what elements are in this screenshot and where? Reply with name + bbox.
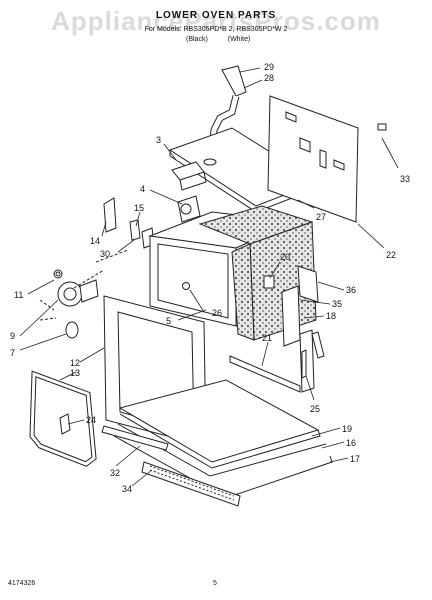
page-title: LOWER OVEN PARTS <box>155 10 277 21</box>
callout-15: 15 <box>134 203 144 213</box>
callout-19: 19 <box>342 424 352 434</box>
document-number: 4174326 <box>8 580 36 587</box>
callout-29: 29 <box>264 62 274 72</box>
callout-4: 4 <box>140 184 145 194</box>
callout-30: 30 <box>100 249 110 259</box>
callout-9: 9 <box>10 331 15 341</box>
rear-panel <box>267 95 359 223</box>
callout-21: 21 <box>262 333 272 343</box>
callout-33: 33 <box>400 174 410 184</box>
color-white-label: (White) <box>227 36 251 43</box>
callout-36: 36 <box>346 285 356 295</box>
insulation-blanket <box>198 205 317 341</box>
callout-28: 28 <box>264 73 274 83</box>
callout-12: 12 <box>70 358 80 368</box>
callout-20: 20 <box>280 252 290 262</box>
callout-labels: 29 28 3 33 4 15 27 14 30 20 22 11 36 9 5… <box>10 62 410 494</box>
callout-35: 35 <box>332 299 342 309</box>
page-number: 5 <box>213 580 217 587</box>
callout-7: 7 <box>10 348 15 358</box>
color-black-label: (Black) <box>186 36 208 43</box>
callout-32: 32 <box>110 468 120 478</box>
callout-11: 11 <box>14 290 23 300</box>
callout-24: 24 <box>86 415 96 425</box>
color-labels: (Black) (White) <box>186 36 268 43</box>
callout-3: 3 <box>156 135 161 145</box>
callout-17: 17 <box>350 454 360 464</box>
callout-13: 13 <box>70 368 80 378</box>
callout-5: 5 <box>166 316 171 326</box>
callout-26: 26 <box>212 308 222 318</box>
watermark: AppliancePartsPros.com <box>51 6 381 36</box>
callout-34: 34 <box>122 484 132 494</box>
bottom-panel <box>113 379 333 499</box>
callout-27: 27 <box>316 212 326 222</box>
callout-14: 14 <box>90 236 100 246</box>
callout-25: 25 <box>310 404 320 414</box>
model-numbers: For Models: RBS305PD*B 2, RBS305PD*W 2 <box>144 26 288 33</box>
callout-22: 22 <box>386 250 396 260</box>
callout-18: 18 <box>326 311 336 321</box>
callout-16: 16 <box>346 438 356 448</box>
